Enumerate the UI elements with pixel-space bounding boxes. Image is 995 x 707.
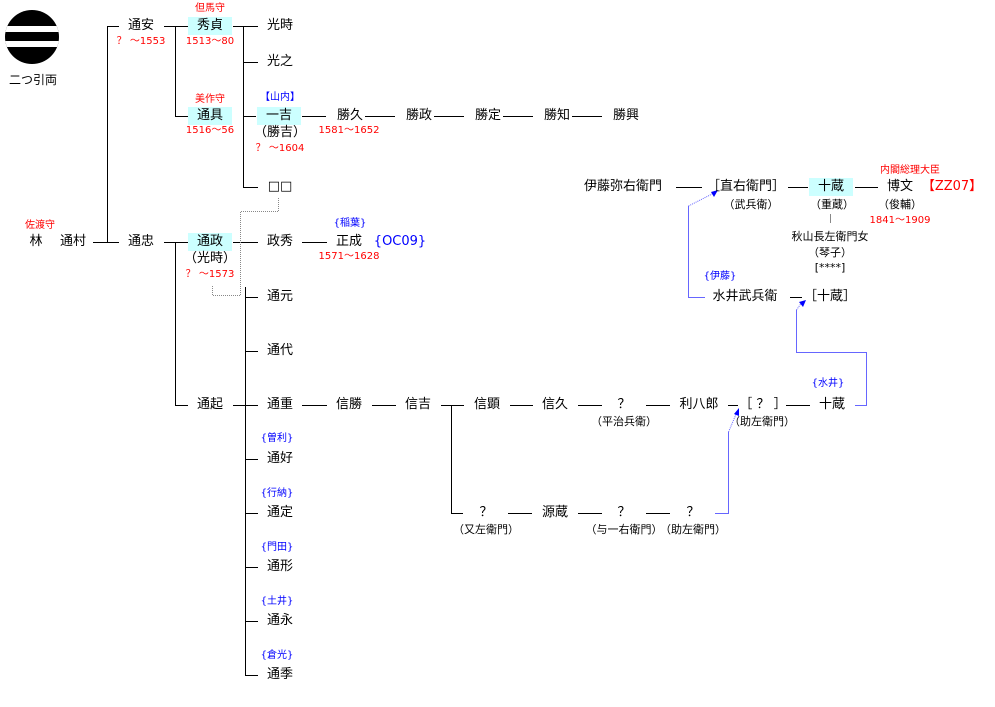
person-nobuaki: 信顕 (473, 397, 501, 412)
person-unknown: ？ (617, 505, 631, 520)
alias-note: （与一右衛門） (585, 523, 663, 536)
person-ito-yaemon: 伊藤弥右衛門 (583, 179, 663, 194)
person-michimura: 通村 (59, 234, 87, 249)
person-code: {OC09} (373, 234, 427, 249)
person-masanari: 正成 (335, 234, 363, 249)
dates-note: ？ ～1573 (185, 269, 235, 280)
person-michitomo: 通具 (187, 107, 233, 125)
person-unknown: ？ (686, 505, 700, 520)
person-mizui-buhei: 水井武兵衛 (712, 289, 778, 304)
dates-note: 1841～1909 (869, 215, 931, 226)
alias-note: （重蔵） (810, 198, 854, 211)
person-unknown: □□ (267, 179, 293, 194)
person-hidesada: 秀貞 (187, 17, 233, 35)
clan-note: {水井} (811, 378, 845, 389)
alias-note: （武兵衛） (723, 198, 779, 211)
person-katsusada: 勝定 (474, 108, 502, 123)
clan-note: {曽利} (260, 433, 294, 444)
title-note: 内閣総理大臣 (880, 165, 940, 176)
clan-note: {行納} (260, 488, 294, 499)
alias-note: （琴子） (808, 246, 852, 259)
person-michiyo: 通代 (266, 343, 294, 358)
person-unknown: ？ (617, 397, 631, 412)
arrow-icon (734, 408, 739, 416)
person-michisue: 通季 (266, 667, 294, 682)
person-juzo: 十蔵 (808, 178, 854, 196)
person-nobuhisa: 信久 (541, 397, 569, 412)
spouse-note: 秋山長左衛門女 (791, 230, 869, 243)
dates-note: ？ ～1604 (255, 143, 305, 154)
person-michisada: 通定 (266, 505, 294, 520)
alias-note: （勝吉） (253, 125, 307, 140)
person-michiyoshi: 通好 (266, 451, 294, 466)
alias-note: （又左衛門） (453, 523, 519, 536)
person-michiyasu: 通安 (127, 18, 155, 33)
arrow-icon (799, 300, 806, 307)
title-note: 佐渡守 (25, 220, 55, 231)
person-code: 【ZZ07】 (921, 179, 983, 194)
person-katsuoki: 勝興 (612, 108, 640, 123)
clan-note: 【山内】 (260, 92, 300, 103)
person-michimasa: 通政 (187, 233, 233, 251)
person-masahide: 政秀 (266, 234, 294, 249)
dates-note: ？ ～1553 (116, 36, 166, 47)
person-juzo: ［十蔵］ (803, 289, 857, 304)
arrow-icon (711, 190, 718, 197)
person-mitsuyuki: 光之 (266, 54, 294, 69)
person-naoemon: ［直右衛門］ (706, 179, 786, 194)
clan-note: {稲葉} (333, 218, 367, 229)
person-hayashi: 林 (29, 234, 43, 249)
person-unknown-bracket: ［ ？ ］ (739, 397, 787, 412)
title-note: 美作守 (195, 94, 225, 105)
person-michitada: 通忠 (127, 234, 155, 249)
dates-note: 1516～56 (185, 125, 235, 136)
person-kazuyoshi: 一吉 (256, 107, 302, 125)
title-note: 但馬守 (195, 3, 225, 14)
person-juzo: 十蔵 (818, 397, 846, 412)
person-mitsutoki: 光時 (266, 18, 294, 33)
crest-label: 二つ引両 (8, 73, 58, 87)
person-katsumasa: 勝政 (405, 108, 433, 123)
crest-icon (5, 10, 59, 64)
alias-note: （助左衛門） (660, 523, 726, 536)
clan-note: {伊藤} (703, 271, 737, 282)
person-michioki: 通起 (196, 397, 224, 412)
clan-note: {倉光} (260, 650, 294, 661)
dates-note: 1581～1652 (318, 125, 380, 136)
dates-note: 1571～1628 (318, 251, 380, 262)
person-nobukatsu: 信勝 (335, 397, 363, 412)
person-michishige: 通重 (266, 397, 294, 412)
alias-note: （助左衛門） (729, 415, 795, 428)
clan-note: {門田} (260, 542, 294, 553)
person-katsuhisa: 勝久 (336, 108, 364, 123)
clan-note: {土井} (260, 596, 294, 607)
dates-note: 1513～80 (185, 36, 235, 47)
person-michikata: 通形 (266, 559, 294, 574)
alias-note: （光時） (183, 251, 237, 266)
person-michinaga: 通永 (266, 613, 294, 628)
code-note: [****] (814, 261, 846, 274)
person-michimoto: 通元 (266, 289, 294, 304)
person-rihachiro: 利八郎 (679, 397, 719, 412)
person-hirobumi: 博文 (886, 179, 914, 194)
person-nobuyoshi: 信吉 (404, 397, 432, 412)
person-katsutomo: 勝知 (543, 108, 571, 123)
alias-note: （平治兵衛） (591, 415, 657, 428)
person-genzo: 源蔵 (541, 505, 569, 520)
person-unknown: ？ (479, 505, 493, 520)
alias-note: （俊輔） (878, 198, 922, 211)
